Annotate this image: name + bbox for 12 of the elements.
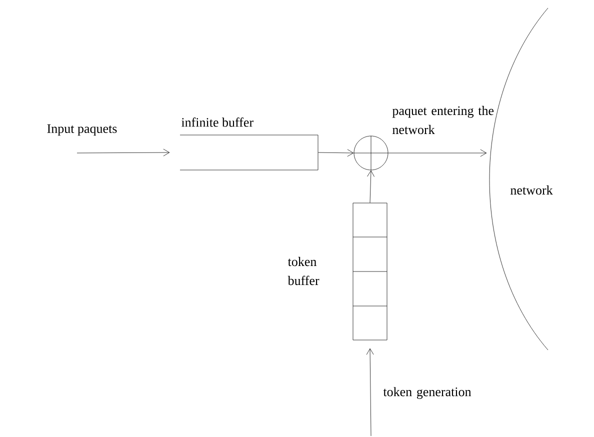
arrow bbox=[388, 149, 487, 157]
edge-label: Input paquets bbox=[47, 124, 117, 136]
arrow bbox=[367, 170, 374, 203]
node-label: token buffer bbox=[288, 256, 320, 286]
arrow bbox=[366, 348, 374, 436]
edge-label: paquet entering the network bbox=[392, 106, 494, 134]
arrow bbox=[318, 149, 354, 157]
edge-label: token generation bbox=[383, 387, 472, 399]
token-buffer: token buffer bbox=[288, 202, 388, 340]
buffer: infinite buffer bbox=[180, 118, 318, 170]
adder-circle bbox=[354, 136, 388, 170]
arrow bbox=[76, 148, 170, 156]
